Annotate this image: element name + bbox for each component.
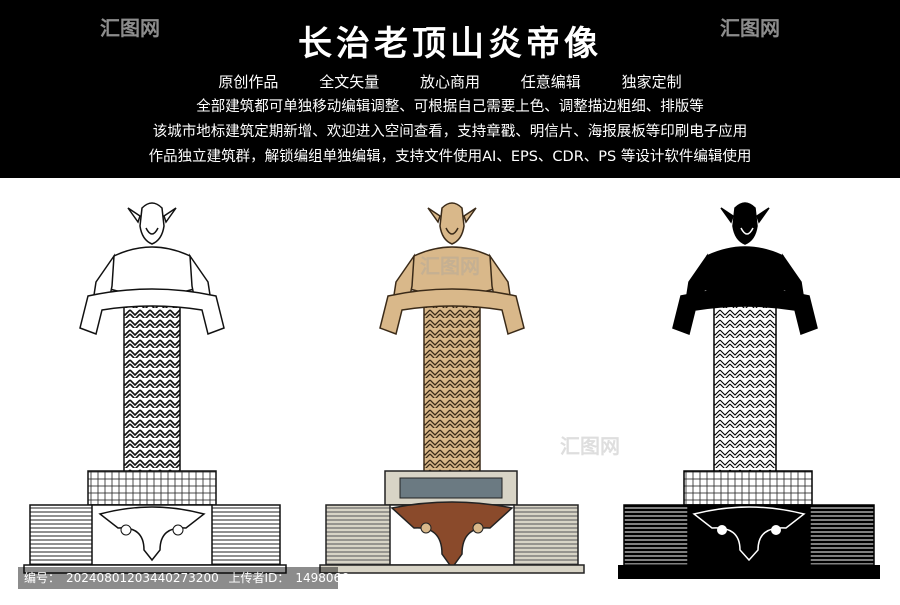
id-value: 20240801203440273200 — [66, 571, 219, 585]
footer-info-bar: 编号： 20240801203440273200 上传者ID： 1498066 — [18, 567, 349, 589]
feature-list: 原创作品 全文矢量 放心商用 任意编辑 独家定制 — [0, 71, 900, 92]
watermark: 汇图网 — [720, 16, 780, 40]
statue-illustrations — [23, 202, 880, 579]
feature-item: 独家定制 — [621, 73, 682, 91]
header-banner: 长治老顶山炎帝像 原创作品 全文矢量 放心商用 任意编辑 独家定制 全部建筑都可… — [0, 0, 900, 178]
page-title: 长治老顶山炎帝像 — [298, 24, 602, 64]
uploader-label: 上传者ID： — [228, 571, 290, 585]
id-label: 编号： — [24, 571, 61, 585]
feature-item: 全文矢量 — [319, 73, 380, 91]
statue-line-art — [23, 202, 287, 574]
watermark: 汇图网 — [420, 254, 480, 278]
feature-item: 任意编辑 — [520, 73, 581, 91]
statue-silhouette — [618, 202, 880, 579]
statue-colored — [319, 202, 585, 574]
description-line-2: 该城市地标建筑定期新增、欢迎进入空间查看，支持章戳、明信片、海报展板等印刷电子应… — [152, 124, 748, 140]
description-line-3: 作品独立建筑群，解锁编组单独编辑，支持文件使用AI、EPS、CDR、PS 等设计… — [148, 149, 752, 165]
feature-item: 放心商用 — [419, 73, 480, 91]
description-line-1: 全部建筑都可单独移动编辑调整、可根据自己需要上色、调整描边粗细、排版等 — [196, 99, 704, 115]
uploader-value: 1498066 — [295, 571, 349, 585]
watermark: 汇图网 — [560, 434, 620, 458]
watermark: 汇图网 — [100, 16, 160, 40]
feature-item: 原创作品 — [218, 73, 279, 91]
